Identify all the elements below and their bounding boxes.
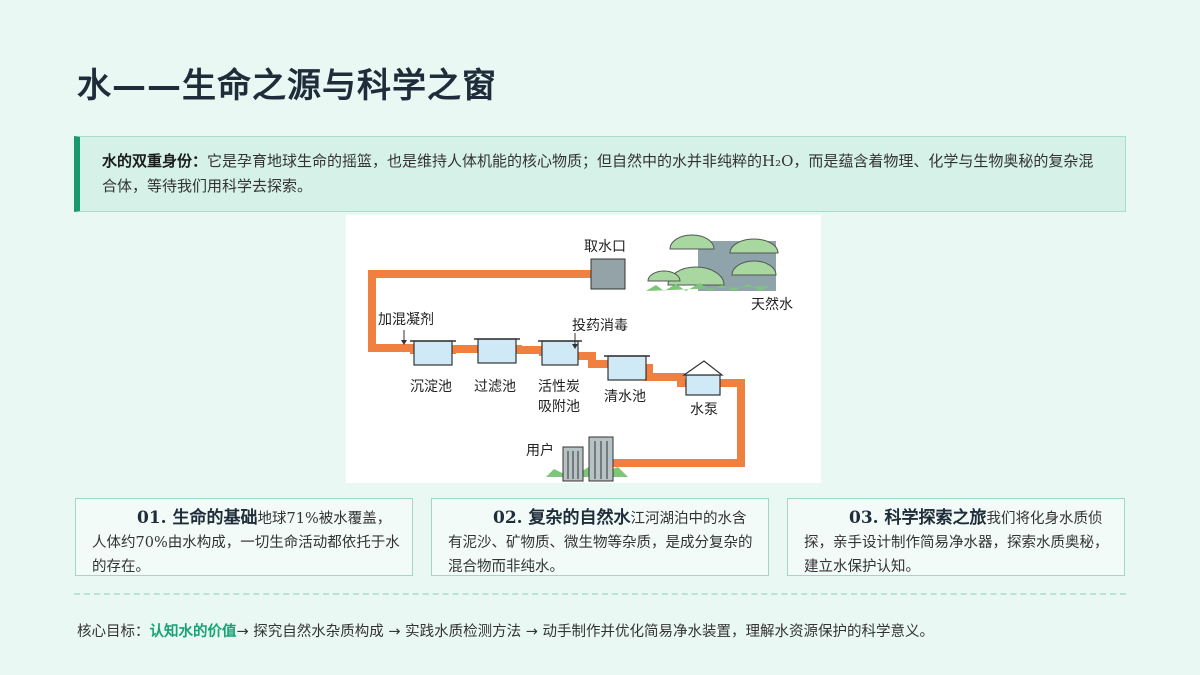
card-head: 03. 科学探索之旅 bbox=[849, 508, 987, 528]
filter-tank bbox=[474, 338, 520, 364]
label-filter: 过滤池 bbox=[474, 379, 516, 395]
goal-prefix: 核心目标： bbox=[77, 624, 150, 640]
diagram-svg: 取水口 天然水 加混凝剂 投药消毒 沉淀池 过滤池 活性炭 吸附池 清水池 水泵… bbox=[368, 234, 793, 482]
arrow-down-icon bbox=[572, 344, 578, 349]
card-head: 01. 生命的基础 bbox=[137, 508, 258, 528]
card-natural-water: 02. 复杂的自然水江河湖泊中的水含有泥沙、矿物质、微生物等杂质，是成分复杂的混… bbox=[431, 498, 769, 576]
intro-label: 水的双重身份： bbox=[102, 152, 208, 170]
page-title: 水——生命之源与科学之窗 bbox=[77, 66, 497, 106]
card-text: 我们将化身水质侦探，亲手设计制作简易净水器，探索水质奥秘，建立水保护认知。 bbox=[804, 511, 1109, 575]
divider bbox=[74, 593, 1126, 595]
pipe bbox=[368, 270, 745, 467]
card-science-journey: 03. 科学探索之旅我们将化身水质侦探，亲手设计制作简易净水器，探索水质奥秘，建… bbox=[787, 498, 1125, 576]
label-intake: 取水口 bbox=[584, 239, 626, 255]
label-disinfect: 投药消毒 bbox=[572, 318, 628, 334]
water-treatment-diagram: 取水口 天然水 加混凝剂 投药消毒 沉淀池 过滤池 活性炭 吸附池 清水池 水泵… bbox=[346, 215, 821, 483]
card-life-foundation: 01. 生命的基础地球71%被水覆盖，人体约70%由水构成，一切生命活动都依托于… bbox=[75, 498, 413, 576]
label-pump: 水泵 bbox=[690, 402, 718, 418]
sedimentation-tank bbox=[410, 340, 456, 366]
card-head: 02. 复杂的自然水 bbox=[493, 508, 631, 528]
intro-text: 它是孕育地球生命的摇篮，也是维持人体机能的核心物质；但自然中的水并非纯粹的H₂O… bbox=[102, 152, 1094, 195]
goal-highlight: 认知水的价值 bbox=[149, 624, 237, 640]
core-goal: 核心目标：认知水的价值→ 探究自然水杂质构成 → 实践水质检测方法 → 动手制作… bbox=[77, 620, 934, 641]
nature-scene bbox=[646, 234, 779, 291]
clear-water-tank bbox=[604, 355, 650, 381]
pump bbox=[682, 360, 724, 396]
card-text: 地球71%被水覆盖，人体约70%由水构成，一切生命活动都依托于水的存在。 bbox=[92, 511, 400, 575]
card-text: 江河湖泊中的水含有泥沙、矿物质、微生物等杂质，是成分复杂的混合物而非纯水。 bbox=[448, 511, 753, 575]
arrow-down-icon bbox=[401, 340, 407, 345]
label-user: 用户 bbox=[526, 442, 554, 459]
intro-box: 水的双重身份：它是孕育地球生命的摇篮，也是维持人体机能的核心物质；但自然中的水并… bbox=[74, 136, 1126, 212]
label-coagulant: 加混凝剂 bbox=[378, 312, 434, 328]
label-carbon-2: 吸附池 bbox=[538, 399, 580, 415]
goal-rest: → 探究自然水杂质构成 → 实践水质检测方法 → 动手制作并优化简易净水装置，理… bbox=[236, 624, 935, 640]
label-natural-water: 天然水 bbox=[751, 296, 793, 313]
label-clear-water: 清水池 bbox=[604, 389, 646, 405]
label-carbon-1: 活性炭 bbox=[538, 379, 580, 395]
user-buildings bbox=[546, 436, 628, 482]
label-sedimentation: 沉淀池 bbox=[410, 379, 452, 395]
intake-box bbox=[590, 258, 626, 290]
